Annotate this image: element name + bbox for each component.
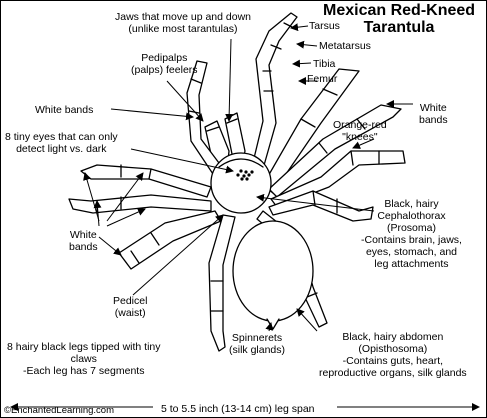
label-white-bands-left-line-1: White [69, 229, 97, 241]
leg-right-front [248, 12, 298, 184]
label-tarsus: Tarsus [309, 20, 340, 32]
label-abdomen: Black, hairy abdomen (Opisthosoma) -Cont… [319, 331, 467, 379]
label-pedipalps-line-1: Pedipalps [141, 52, 188, 64]
label-cephalothorax-line-4: -Contains brain, jaws, [361, 234, 462, 246]
label-knees-line-1: Orange-red [333, 119, 387, 131]
abdomen [232, 220, 314, 322]
label-jaws: Jaws that move up and down (unlike most … [115, 11, 251, 35]
label-metatarsus: Metatarsus [319, 40, 371, 52]
label-cephalothorax-line-6: leg attachments [374, 258, 449, 270]
label-knees: Orange-red "knees" [333, 119, 387, 143]
label-jaws-line-1: Jaws that move up and down [115, 11, 251, 23]
label-legs: 8 hairy black legs tipped with tiny claw… [7, 341, 161, 377]
label-cephalothorax-line-2: Cephalothorax [377, 210, 446, 222]
label-cephalothorax-line-3: (Prosoma) [386, 222, 436, 234]
leg-left-third [68, 194, 212, 214]
label-white-bands-right-line-2: bands [419, 114, 448, 126]
label-white-bands-right: White bands [419, 102, 448, 126]
label-jaws-line-2: (unlike most tarantulas) [128, 23, 238, 35]
eyes-cluster [236, 169, 254, 181]
label-abdomen-line-1: Black, hairy abdomen [342, 331, 444, 343]
diagram-title: Mexican Red-Kneed Tarantula [323, 2, 475, 36]
label-femur: Femur [307, 73, 338, 85]
label-knees-line-2: "knees" [342, 131, 378, 143]
label-eyes-line-2: detect light vs. dark [16, 143, 107, 155]
label-spinnerets: Spinnerets (silk glands) [229, 332, 285, 356]
cephalothorax [210, 152, 272, 214]
title-line-1: Mexican Red-Kneed [323, 2, 476, 19]
label-cephalothorax-line-1: Black, hairy [384, 198, 439, 210]
label-white-bands-left: White bands [69, 229, 98, 253]
label-cephalothorax-line-5: eyes, stomach, and [365, 246, 458, 258]
spinnerets [266, 318, 280, 330]
pointer-arrows [10, 23, 480, 411]
label-cephalothorax: Black, hairy Cephalothorax (Prosoma) -Co… [361, 198, 462, 270]
label-pedicel-line-2: (waist) [114, 307, 146, 319]
label-abdomen-line-3: -Contains guts, heart, [342, 355, 444, 367]
label-leg-span: 5 to 5.5 inch (13-14 cm) leg span [161, 403, 315, 415]
label-legs-line-3: -Each leg has 7 segments [23, 365, 145, 377]
leg-left-front [186, 60, 226, 178]
label-pedipalps-line-2: (palps) feelers [131, 64, 198, 76]
label-eyes: 8 tiny eyes that can only detect light v… [5, 131, 118, 155]
title-line-2: Tarantula [363, 19, 435, 36]
leg-right-rear [268, 190, 374, 222]
label-white-bands-right-line-1: White [419, 102, 447, 114]
label-white-bands-top: White bands [35, 104, 94, 116]
leg-left-second [80, 164, 212, 198]
label-legs-line-2: claws [70, 353, 97, 365]
label-pedipalps: Pedipalps (palps) feelers [131, 52, 198, 76]
label-pedicel: Pedicel (waist) [113, 295, 147, 319]
label-tibia: Tibia [313, 58, 336, 70]
label-abdomen-line-2: (Opisthosoma) [358, 343, 428, 355]
label-spinnerets-line-1: Spinnerets [231, 332, 283, 344]
leg-right-third [268, 104, 402, 198]
leg-left-down [208, 214, 236, 352]
label-abdomen-line-4: reproductive organs, silk glands [319, 367, 467, 379]
label-pedicel-line-1: Pedicel [113, 295, 148, 307]
label-eyes-line-1: 8 tiny eyes that can only [5, 131, 118, 143]
credit-link[interactable]: ©EnchantedLearning.com [4, 405, 114, 416]
leg-left-rear [118, 210, 222, 270]
label-spinnerets-line-2: (silk glands) [229, 344, 286, 356]
label-white-bands-left-line-2: bands [69, 241, 98, 253]
label-legs-line-1: 8 hairy black legs tipped with tiny [7, 341, 161, 353]
